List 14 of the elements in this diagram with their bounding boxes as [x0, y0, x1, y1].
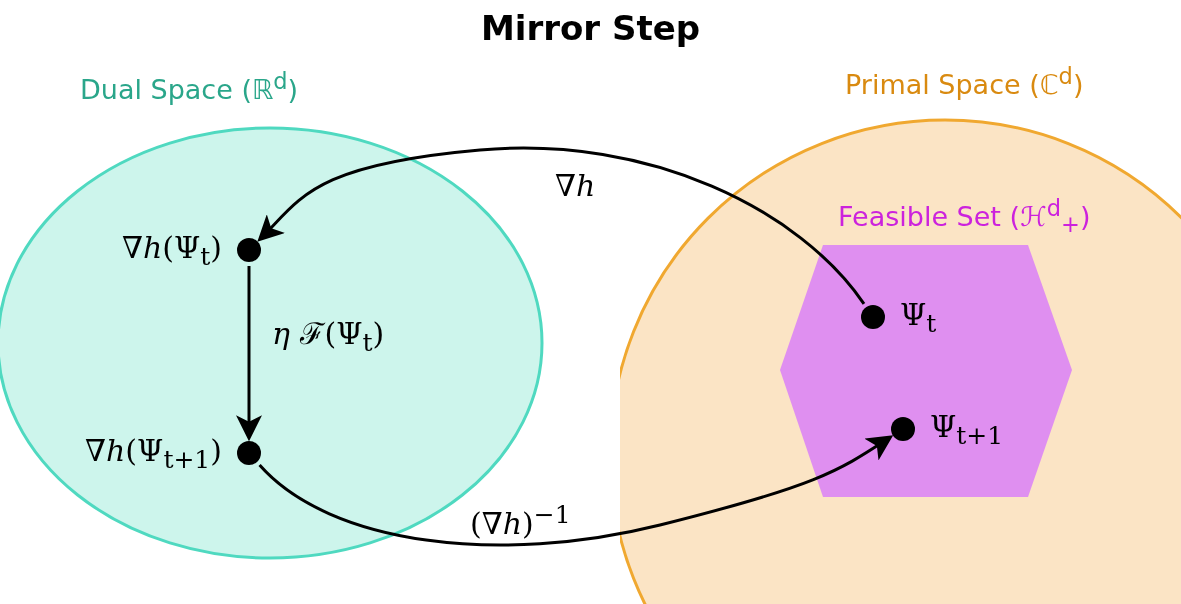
region-heading: Primal Space (ℂ$^{d}$)	[845, 63, 1084, 100]
arrow	[236, 266, 262, 442]
arrow	[257, 146, 866, 305]
edge-label: η ℱ(Ψ$_{t}$)	[272, 315, 385, 357]
point-label: ∇h(Ψ$_{t}$)	[121, 229, 222, 265]
region-heading: Dual Space (ℝ$^{d}$)	[80, 68, 299, 105]
point-label: Ψ$_{t+1}$	[930, 408, 1004, 444]
region-heading: Feasible Set (ℋ$^{d}$$_{+}$)	[838, 195, 1091, 238]
edge-label: (∇h)$^{−1}$	[470, 500, 571, 541]
diagram-title: Mirror Step	[479, 8, 702, 48]
point-label: ∇h(Ψ$_{t+1}$)	[85, 432, 222, 468]
edge-label: ∇h	[555, 168, 596, 203]
arrow	[258, 435, 894, 547]
point-label: Ψ$_{t}$	[900, 296, 937, 332]
